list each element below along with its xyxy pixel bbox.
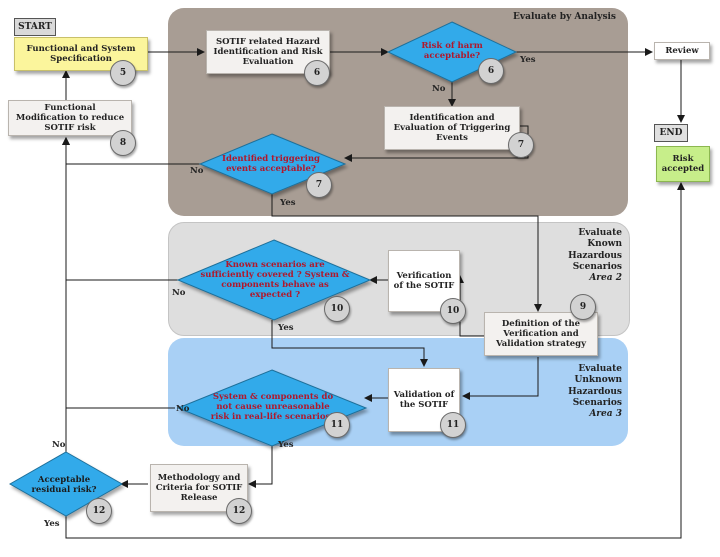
- badge-validation: 11: [440, 412, 466, 438]
- badge-triggering: 7: [306, 172, 332, 198]
- edge-label-risk-harm-yes: Yes: [520, 55, 536, 65]
- edge-label-risk-harm-no: No: [432, 84, 446, 94]
- edge-label-known-no: No: [172, 288, 186, 298]
- badge-risk-harm: 6: [478, 58, 504, 84]
- badge-hazard: 6: [304, 60, 330, 86]
- region-area-3-title: Evaluate Unknown Hazardous Scenarios Are…: [552, 364, 622, 420]
- edge-label-triggering-no: No: [190, 166, 204, 176]
- area-2-title-text: Evaluate Known Hazardous Scenarios: [568, 228, 622, 272]
- area-3-subtitle: Area 3: [589, 409, 622, 419]
- badge-methodology: 12: [226, 498, 252, 524]
- edge-label-triggering-yes: Yes: [280, 198, 296, 208]
- end-terminal: END: [654, 124, 688, 142]
- decision-triggering-shape: [198, 133, 347, 195]
- badge-residual: 12: [86, 498, 112, 524]
- edge-strategy-to-verification: [456, 275, 484, 337]
- region-evaluate-by-analysis-title: Evaluate by Analysis: [513, 12, 616, 22]
- edge-label-residual-yes: Yes: [44, 519, 60, 529]
- area-2-subtitle: Area 2: [589, 273, 622, 283]
- validation-of-sotif-box: Validation of the SOTIF: [388, 368, 460, 432]
- edge-label-unknown-no: No: [176, 404, 190, 414]
- edge-residual-yes-to-risk-accepted: [65, 182, 685, 539]
- triggering-events-evaluation-box: Identification and Evaluation of Trigger…: [384, 106, 520, 150]
- review-box: Review: [654, 42, 710, 60]
- edge-label-known-yes: Yes: [278, 323, 294, 333]
- edge-strategy-to-validation: [462, 357, 539, 400]
- badge-verification: 10: [440, 298, 466, 324]
- area-3-title-text: Evaluate Unknown Hazardous Scenarios: [568, 364, 622, 408]
- edge-unknown-yes-to-methodology: [248, 446, 273, 488]
- decision-unknown-shape: [176, 369, 368, 447]
- badge-strategy: 9: [570, 294, 596, 320]
- decision-risk-of-harm: Risk of harm acceptable?: [421, 40, 483, 61]
- edge-known-yes-to-validation: [271, 320, 428, 367]
- edge-label-residual-no: No: [52, 440, 66, 450]
- badge-known: 10: [324, 296, 350, 322]
- badge-spec: 5: [110, 60, 136, 86]
- edge-triggering-yes-to-strategy: [271, 194, 542, 312]
- decision-known-shape: [176, 239, 372, 321]
- decision-unknown-scenarios: System & components do not cause unreaso…: [210, 391, 336, 423]
- edge-label-unknown-yes: Yes: [278, 440, 294, 450]
- functional-modification-box: Functional Modification to reduce SOTIF …: [8, 100, 132, 136]
- start-terminal: START: [14, 18, 56, 36]
- region-area-2-title: Evaluate Known Hazardous Scenarios Area …: [552, 228, 622, 284]
- badge-triggering-eval: 7: [508, 132, 534, 158]
- risk-accepted-box: Risk accepted: [656, 146, 710, 182]
- badge-unknown: 11: [324, 412, 350, 438]
- decision-acceptable-residual-risk: Acceptable residual risk?: [31, 474, 97, 495]
- decision-known-scenarios: Known scenarios are sufficiently covered…: [200, 259, 350, 301]
- badge-modification: 8: [110, 130, 136, 156]
- decision-triggering-events: Identified triggering events acceptable?: [222, 153, 320, 174]
